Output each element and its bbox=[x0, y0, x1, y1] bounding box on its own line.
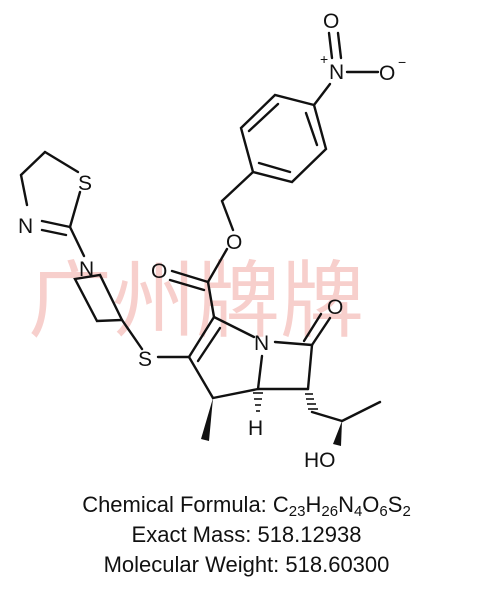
formula-subscript: 4 bbox=[353, 503, 363, 520]
molecular-weight-value: 518.60300 bbox=[285, 552, 390, 577]
exact-mass-value: 518.12938 bbox=[257, 522, 362, 547]
lactam-oxygen-label: O bbox=[327, 296, 343, 319]
carbapenem-core bbox=[187, 312, 332, 441]
nitro-group bbox=[312, 31, 380, 107]
exact-mass: Exact Mass: 518.12938 bbox=[0, 520, 493, 550]
formula-element: C bbox=[272, 492, 289, 517]
chemical-formula: Chemical Formula: C23H26N4O6S2 bbox=[0, 490, 493, 520]
benzene-ring bbox=[220, 93, 328, 203]
bridgehead-hydrogen-label: H bbox=[248, 417, 263, 440]
molecular-weight: Molecular Weight: 518.60300 bbox=[0, 550, 493, 580]
azetidinyl-thiazoline-group bbox=[19, 150, 191, 359]
molecular-weight-label: Molecular Weight: bbox=[103, 552, 286, 577]
thiazoline-nitrogen-label: N bbox=[18, 215, 33, 238]
chemical-formula-value: C23H26N4O6S2 bbox=[272, 492, 411, 520]
formula-element: H bbox=[305, 492, 322, 517]
formula-subscript: 6 bbox=[379, 503, 388, 520]
formula-subscript: 26 bbox=[321, 503, 339, 520]
formula-element: O bbox=[362, 492, 380, 517]
formula-element: N bbox=[338, 492, 354, 517]
carbonyl-oxygen-label: O bbox=[151, 260, 167, 283]
hydroxyethyl-group bbox=[310, 400, 382, 446]
nitro-oxygen-right-label: O bbox=[379, 62, 395, 85]
formula-subscript: 23 bbox=[288, 503, 306, 520]
chemical-structure-diagram: 广州牌牌 bbox=[18, 10, 406, 472]
ester-oxygen-label: O bbox=[226, 231, 242, 254]
ester-group bbox=[168, 199, 235, 319]
hydroxyl-label: HO bbox=[304, 449, 336, 472]
thiazoline-sulfur-label: S bbox=[78, 172, 92, 195]
nitro-minus-charge: − bbox=[398, 54, 406, 70]
azetidine-nitrogen-label: N bbox=[79, 258, 94, 281]
nitro-plus-charge: + bbox=[320, 51, 328, 67]
formula-element: S bbox=[387, 492, 403, 517]
exact-mass-label: Exact Mass: bbox=[131, 522, 258, 547]
nitro-oxygen-top-label: O bbox=[323, 10, 339, 33]
chemical-formula-label: Chemical Formula: bbox=[82, 492, 273, 517]
nitro-nitrogen-label: N bbox=[329, 61, 344, 84]
lactam-nitrogen-label: N bbox=[254, 332, 269, 355]
thioether-sulfur-label: S bbox=[138, 348, 152, 371]
formula-subscript: 2 bbox=[402, 503, 411, 520]
